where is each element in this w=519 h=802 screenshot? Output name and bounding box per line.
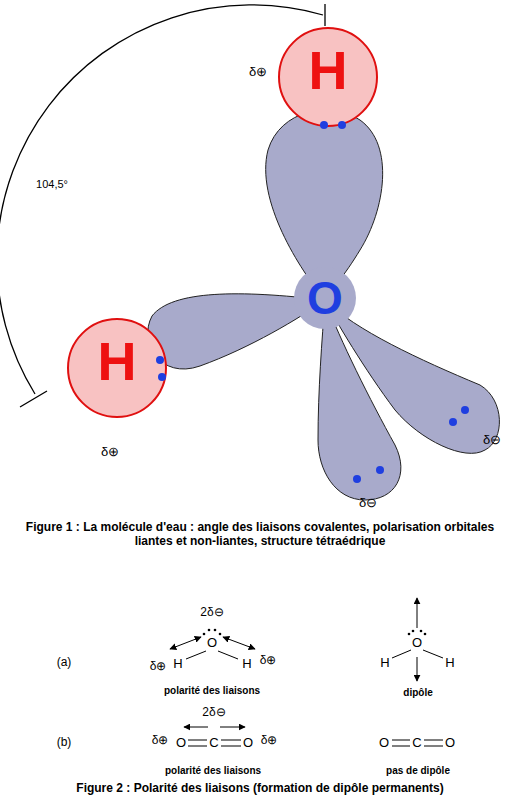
partial-charge: δ⊕ — [152, 734, 169, 748]
partial-charge: δ⊕ — [101, 445, 119, 460]
electron — [424, 633, 427, 636]
hydrogen-atom: H — [67, 318, 167, 418]
electron — [420, 630, 423, 633]
bond — [423, 650, 443, 658]
double-bond — [188, 740, 207, 741]
partial-charge: 2δ⊖ — [202, 706, 225, 720]
lone-pair-orbital — [318, 300, 401, 500]
row-label: (a) — [57, 656, 72, 670]
electron — [461, 406, 469, 414]
double-bond — [221, 740, 241, 741]
row-label: (b) — [57, 736, 72, 750]
sub-caption: pas de dipôle — [386, 765, 450, 777]
electron — [412, 630, 415, 633]
polarity-arrow — [184, 727, 208, 728]
bond — [186, 651, 206, 659]
angle-value: 104,5° — [36, 178, 68, 191]
atom-symbol: H — [173, 657, 182, 672]
angle-tick — [20, 391, 47, 407]
partial-charge: δ⊕ — [260, 654, 277, 668]
double-bond — [424, 746, 443, 747]
dipole-arrow — [417, 598, 418, 628]
double-bond — [392, 740, 410, 741]
atom-symbol: O — [379, 736, 389, 751]
atom-symbol: O — [207, 636, 217, 651]
electron — [408, 633, 411, 636]
double-bond — [424, 740, 443, 741]
electron — [320, 121, 328, 129]
atom-symbol: O — [445, 736, 455, 751]
atom-symbol: H — [98, 334, 137, 388]
double-bond — [392, 746, 410, 747]
partial-charge: 2δ⊖ — [200, 606, 223, 620]
partial-charge: δ⊕ — [150, 660, 167, 674]
electron — [158, 373, 166, 381]
sub-caption: dipôle — [403, 687, 432, 699]
double-bond — [188, 746, 207, 747]
figure-caption: Figure 1 : La molécule d'eau : angle des… — [15, 521, 505, 549]
figure-caption: Figure 2 : Polarité des liaisons (format… — [76, 782, 443, 796]
angle-tick — [324, 4, 325, 26]
electron — [376, 466, 384, 474]
atom-symbol: O — [307, 275, 343, 321]
electron — [353, 475, 361, 483]
partial-charge: δ⊖ — [359, 496, 377, 511]
electron — [203, 633, 206, 636]
partial-charge: δ⊕ — [249, 65, 267, 80]
atom-symbol: O — [243, 736, 253, 751]
orbital-lobes — [148, 110, 500, 500]
polarity-arrow — [220, 727, 245, 728]
electron — [214, 629, 217, 632]
bond — [392, 650, 411, 658]
atom-symbol: C — [209, 736, 218, 751]
atom-symbol: H — [380, 656, 389, 671]
oxygen-atom: O — [294, 267, 356, 329]
atom-symbol: H — [445, 656, 454, 671]
bond — [218, 651, 238, 659]
polarity-arrow — [170, 637, 201, 649]
atom-symbol: H — [309, 43, 348, 97]
polarity-arrow — [223, 637, 255, 649]
partial-charge: δ⊕ — [261, 734, 278, 748]
figure2-drawing — [170, 598, 443, 746]
electron — [219, 633, 222, 636]
lone-pair-dots — [203, 629, 427, 636]
partial-charge: δ⊖ — [483, 433, 501, 448]
electron — [156, 356, 164, 364]
atom-symbol: O — [412, 636, 422, 651]
electron — [338, 121, 346, 129]
atom-symbol: H — [242, 657, 251, 672]
electron-dots — [353, 406, 469, 483]
double-bond — [221, 746, 241, 747]
electron — [449, 418, 457, 426]
atom-symbol: O — [176, 736, 186, 751]
electron — [208, 629, 211, 632]
dipole-arrow — [417, 657, 418, 681]
sub-caption: polarité des liaisons — [165, 765, 261, 777]
hydrogen-atom: H — [278, 27, 378, 127]
sub-caption: polarité des liaisons — [164, 685, 260, 697]
atom-symbol: C — [412, 736, 421, 751]
